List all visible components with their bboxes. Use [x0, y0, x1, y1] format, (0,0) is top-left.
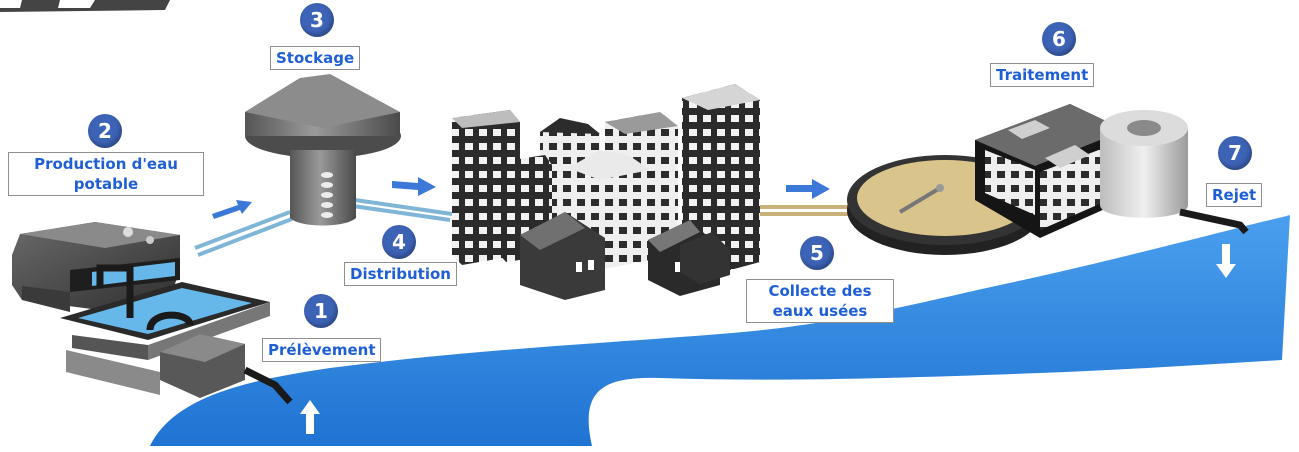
intake-basin	[60, 264, 293, 405]
label-distribution: Distribution	[344, 262, 457, 286]
label-collecte: Collecte des eaux usées	[746, 279, 894, 323]
storage-tank	[1100, 110, 1249, 235]
water-tower	[245, 74, 401, 226]
pipe-production-to-storage	[194, 210, 293, 257]
label-traitement: Traitement	[990, 63, 1095, 87]
cropped-title-fragment	[0, 0, 170, 12]
step-marker-1: 1	[304, 294, 338, 328]
step-marker-2: 2	[88, 114, 122, 148]
flow-arrow-icon	[212, 200, 252, 219]
label-prelevement: Prélèvement	[262, 338, 382, 362]
pipe-distribution	[352, 198, 453, 222]
city-buildings	[452, 84, 760, 300]
label-collecte-line-1: Collecte des	[768, 282, 872, 300]
label-rejet: Rejet	[1206, 183, 1263, 207]
label-production-line-2: potable	[73, 175, 139, 193]
step-marker-3: 3	[300, 3, 334, 37]
flow-arrow-icon	[786, 179, 830, 199]
label-collecte-line-2: eaux usées	[772, 302, 868, 320]
arrow-down-icon	[1216, 244, 1236, 278]
arrow-up-icon	[300, 400, 320, 434]
river	[150, 215, 1290, 446]
step-marker-4: 4	[382, 225, 416, 259]
step-marker-7: 7	[1218, 136, 1252, 170]
step-marker-6: 6	[1042, 22, 1076, 56]
flow-arrow-icon	[392, 177, 436, 196]
label-production: Production d'eau potable	[8, 152, 204, 196]
production-plant	[12, 222, 180, 312]
label-production-line-1: Production d'eau	[34, 155, 178, 173]
step-marker-5: 5	[800, 236, 834, 270]
label-stockage: Stockage	[270, 46, 361, 70]
